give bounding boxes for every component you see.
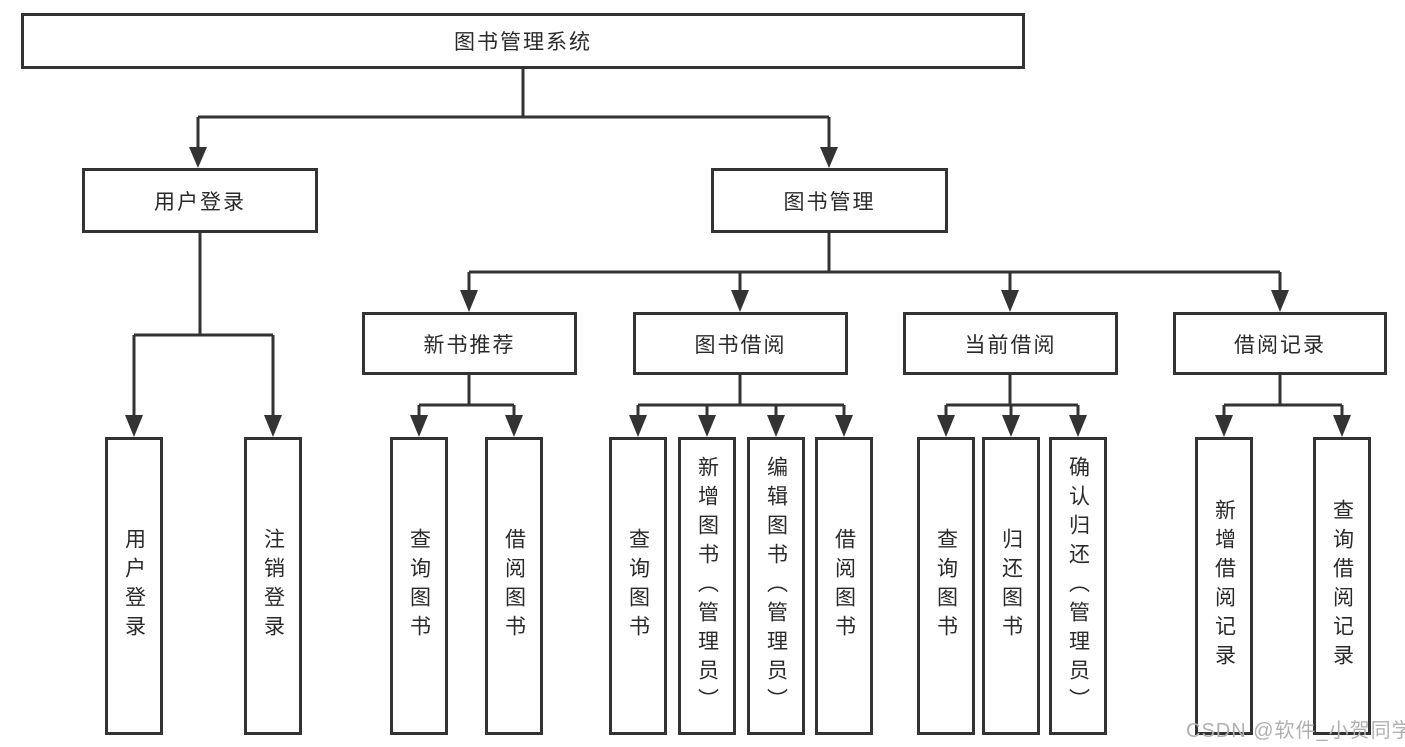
node-label: 查询图书 [407,528,431,644]
node-label: 用户登录 [122,528,146,644]
leaf-query-books-recommend: 查询图书 [390,437,448,735]
node-label: 查询图书 [626,528,650,644]
node-label: 图书借阅 [694,333,787,357]
leaf-add-books-admin: 新增图书（管理员） [678,437,736,735]
node-book-management: 图书管理 [711,168,948,233]
node-label: 新增借阅记录 [1212,499,1236,673]
leaf-query-borrow-record: 查询借阅记录 [1313,437,1371,735]
node-label: 编辑图书（管理员） [764,455,788,717]
leaf-user-login: 用户登录 [105,437,163,735]
node-label: 图书管理系统 [454,31,592,54]
node-label: 查询图书 [934,528,958,644]
node-label: 归还图书 [999,528,1023,644]
node-label: 借阅记录 [1234,333,1326,357]
node-label: 用户登录 [154,190,246,214]
node-book-borrowing: 图书借阅 [633,312,848,375]
leaf-query-books-current: 查询图书 [917,437,975,735]
node-current-borrowing: 当前借阅 [903,312,1118,375]
node-new-book-recommendation: 新书推荐 [362,312,577,375]
node-label: 新增图书（管理员） [695,455,719,717]
node-label: 新书推荐 [423,333,516,357]
node-user-login: 用户登录 [82,168,318,233]
leaf-logout: 注销登录 [244,437,302,735]
node-label: 确认归还（管理员） [1066,455,1090,717]
leaf-borrow-books: 借阅图书 [815,437,873,735]
node-label: 查询借阅记录 [1330,499,1354,673]
node-label: 当前借阅 [964,333,1057,357]
leaf-query-books-borrowing: 查询图书 [609,437,667,735]
node-label: 借阅图书 [502,528,526,644]
leaf-confirm-return-admin: 确认归还（管理员） [1049,437,1107,735]
leaf-return-books: 归还图书 [982,437,1040,735]
node-label: 借阅图书 [832,528,856,644]
csdn-watermark: CSDN @软件_小贺同学 [1186,720,1405,742]
leaf-borrow-books-recommend: 借阅图书 [485,437,543,735]
leaf-edit-books-admin: 编辑图书（管理员） [747,437,805,735]
node-label: 图书管理 [783,190,876,214]
node-label: 注销登录 [261,528,285,644]
node-borrowing-records: 借阅记录 [1173,312,1387,375]
node-library-management-system: 图书管理系统 [21,13,1025,69]
leaf-add-borrow-record: 新增借阅记录 [1195,437,1253,735]
